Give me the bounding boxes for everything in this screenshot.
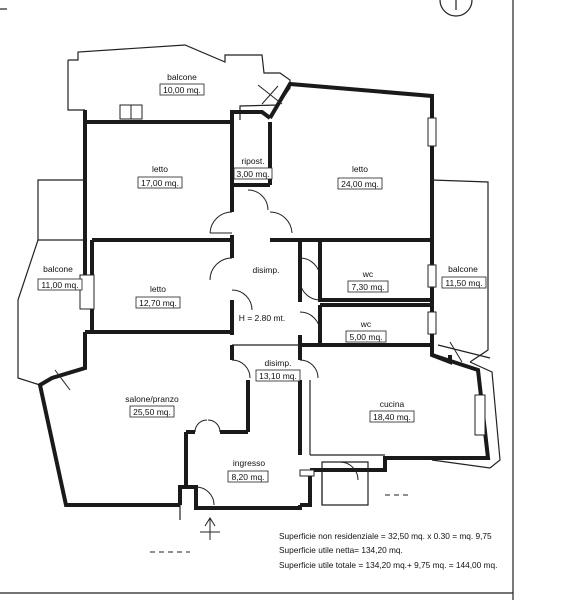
room-area: 17,00 mq. (141, 178, 179, 188)
room-area: 3,00 mq. (236, 169, 269, 179)
room-area: 7,30 mq. (351, 282, 384, 292)
room-area: 13,10 mq. (259, 371, 297, 381)
room-cucina: cucina 18,40 mq. (369, 399, 415, 423)
compass-icon (439, 0, 473, 17)
surface-summary: Superficie non residenziale = 32,50 mq. … (279, 531, 497, 570)
room-area: 8,20 mq. (231, 472, 264, 482)
room-name: balcone (448, 264, 478, 274)
room-area: 11,00 mq. (41, 280, 78, 290)
room-balcone-left: balcone 11,00 mq. (37, 264, 83, 291)
room-name: salone/pranzo (125, 394, 179, 404)
room-area: 18,40 mq. (373, 412, 411, 422)
room-name: ripost. (241, 156, 264, 166)
room-ripostiglio: ripost. 3,00 mq. (233, 156, 273, 180)
room-name: wc (360, 319, 372, 329)
room-letto-2: letto 24,00 mq. (337, 164, 383, 190)
room-name: disimp. (253, 265, 280, 275)
room-disimpegno-1: disimp. (253, 265, 280, 275)
ceiling-height-label: H = 2.80 mt. (239, 313, 286, 323)
room-wc-2: wc 5,00 mq. (345, 319, 387, 343)
room-area: 25,50 mq. (133, 407, 171, 417)
page-frame (0, 0, 514, 600)
room-balcone-right: balcone 11,50 mq. (441, 264, 487, 289)
room-name: letto (150, 284, 166, 294)
room-disimpegno-2: disimp. 13,10 mq. (255, 358, 301, 382)
height-label: H = 2.80 mt. (239, 313, 286, 323)
summary-line-total: Superficie utile totale = 134,20 mq.+ 9,… (279, 560, 497, 570)
entrance-arrow-icon (150, 494, 410, 553)
room-name: letto (152, 164, 168, 174)
room-ingresso: ingresso 8,20 mq. (227, 458, 269, 483)
room-area: 12,70 mq. (139, 298, 177, 308)
room-wc-1: wc 7,30 mq. (347, 269, 389, 293)
interior-walls (92, 122, 432, 506)
room-name: balcone (43, 264, 73, 274)
room-letto-3: letto 12,70 mq. (135, 284, 181, 309)
room-name: balcone (167, 72, 197, 82)
room-area: 24,00 mq. (341, 179, 379, 189)
doors (54, 84, 463, 506)
room-name: ingresso (233, 458, 265, 468)
summary-line-non-residential: Superficie non residenziale = 32,50 mq. … (279, 531, 492, 541)
summary-line-net: Superficie utile netta= 134,20 mq. (279, 545, 403, 555)
room-area: 5,00 mq. (349, 332, 382, 342)
room-salone-pranzo: salone/pranzo 25,50 mq. (125, 394, 179, 418)
windows (79, 104, 486, 477)
room-name: letto (352, 164, 368, 174)
room-balcone-top: balcone 10,00 mq. (159, 72, 205, 96)
room-name: cucina (380, 399, 405, 409)
room-area: 11,50 mq. (445, 278, 482, 288)
room-name: disimp. (265, 358, 292, 368)
room-letto-1: letto 17,00 mq. (137, 164, 183, 189)
room-area: 10,00 mq. (163, 85, 201, 95)
room-name: wc (362, 269, 374, 279)
